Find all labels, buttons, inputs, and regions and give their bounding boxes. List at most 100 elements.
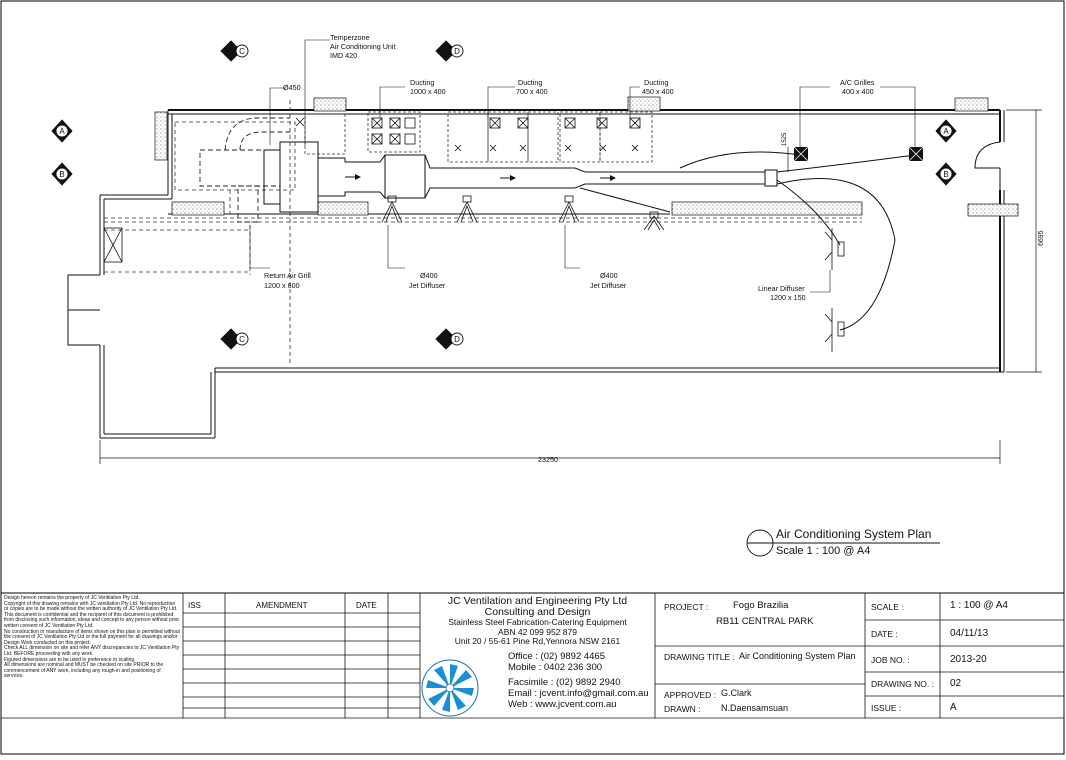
section-label-c-bottom: C (239, 335, 245, 344)
scale-value: 1 : 100 @ A4 (950, 600, 1008, 611)
dimension-width: 23250 (538, 455, 558, 464)
section-markers (51, 40, 957, 350)
return-air-grill (103, 227, 123, 263)
project-label: PROJECT : (664, 602, 709, 612)
project-site: RB11 CENTRAL PARK (716, 616, 814, 627)
drawing-title-value: Air Conditioning System Plan (739, 651, 856, 661)
label-jet-a-line1: Ø400 (420, 271, 438, 280)
company-abn: ABN 42 099 952 879 (498, 627, 577, 637)
hatched-elements (154, 96, 1019, 217)
label-linear-line2: 1200 x 150 (770, 293, 806, 302)
label-unit-line2: Air Conditioning Unit (330, 42, 396, 51)
ceiling-diffusers (304, 111, 653, 163)
company-name: JC Ventilation and Engineering Pty Ltd (447, 595, 628, 607)
drawing-title-label: DRAWING TITLE : (664, 652, 735, 662)
label-ducting-b-line2: 700 x 400 (516, 87, 548, 96)
section-marker-c-bottom (220, 328, 249, 350)
issue-value: A (950, 702, 957, 713)
job-value: 2013-20 (950, 654, 987, 665)
label-grilles-line2: 400 x 400 (842, 87, 874, 96)
label-jet-a-line2: Jet Diffuser (409, 281, 446, 290)
drawing-no-value: 02 (950, 678, 962, 689)
label-grilles-line1: A/C Grilles (840, 78, 875, 87)
section-marker-a-right (935, 119, 957, 143)
drawn-label: DRAWN : (664, 704, 701, 714)
label-unit-line1: Temperzone (330, 33, 370, 42)
issue-label: ISSUE : (871, 703, 902, 713)
label-ducting-a-line1: Ducting (410, 78, 434, 87)
dimension-lines (99, 109, 1042, 464)
company-line1: Consulting and Design (484, 606, 591, 618)
ac-grilles (793, 146, 924, 162)
leader-lines (249, 39, 916, 293)
label-jet-b-line2: Jet Diffuser (590, 281, 627, 290)
note-7: All dimensions are nominal and MUST be c… (4, 662, 164, 680)
notes-block: Design hereon remains the property of JC… (4, 595, 180, 680)
title-block-frame (1, 593, 1065, 719)
drawn-value: N.Daensamsuan (721, 703, 789, 713)
section-label-d-bottom: D (454, 335, 460, 344)
company-fax: Facsimile : (02) 9892 2940 (508, 677, 621, 688)
job-label: JOB NO. : (871, 655, 910, 665)
company-phones: Office : (02) 9892 4465 Mobile : 0402 23… (508, 651, 605, 673)
jet-diffusers (381, 195, 665, 231)
company-contacts: Facsimile : (02) 9892 2940 Email : jcven… (508, 677, 649, 710)
label-linear-line1: Linear Diffuser (758, 284, 805, 293)
building-walls (67, 109, 1005, 439)
section-marker-c-top (220, 40, 249, 62)
section-marker-d-bottom (435, 328, 464, 350)
section-marker-b-right (935, 162, 957, 186)
label-ducting-c-line1: Ducting (644, 78, 668, 87)
section-label-b-right: B (943, 170, 948, 179)
section-label-a-right: A (943, 127, 949, 136)
company-line2: Stainless Steel Fabrication-Catering Equ… (448, 617, 627, 627)
section-marker-d-top (435, 40, 464, 62)
amend-header-date: DATE (356, 601, 377, 610)
company-logo (421, 659, 479, 717)
plan-scale: Scale 1 : 100 @ A4 (776, 545, 870, 557)
label-dia-450: Ø450 (283, 83, 301, 92)
diffuser-symbols (295, 117, 641, 152)
date-value: 04/11/13 (950, 628, 989, 639)
linear-diffusers (824, 228, 845, 352)
note-2: Copyright of this drawing remains with J… (4, 600, 178, 613)
approved-label: APPROVED : (664, 690, 716, 700)
dashed-zone-lines (104, 100, 862, 365)
drawing-no-label: DRAWING NO. : (871, 679, 934, 689)
section-marker-b-left (51, 162, 73, 186)
section-marker-a-left (51, 119, 73, 143)
amend-header-iss: ISS (188, 601, 201, 610)
supply-duct (263, 141, 916, 331)
section-label-a-left: A (59, 127, 65, 136)
note-4: No construction or manufacture of items … (4, 628, 180, 646)
label-ducting-c-line2: 450 x 400 (642, 87, 674, 96)
label-unit-line3: IMD 420 (330, 51, 357, 60)
note-5: Check ALL dimension on site and refer AN… (4, 645, 180, 657)
label-return-line2: 1200 x 600 (264, 281, 300, 290)
company-email: Email : jcvent.info@gmail.com.au (508, 688, 649, 699)
date-label: DATE : (871, 629, 898, 639)
plan-title: Air Conditioning System Plan (776, 527, 931, 541)
project-name: Fogo Brazilia (733, 600, 789, 611)
section-label-d-top: D (454, 47, 460, 56)
label-ducting-b-line1: Ducting (518, 78, 542, 87)
approved-value: G.Clark (721, 688, 752, 698)
label-ducting-a-line2: 1000 x 400 (410, 87, 446, 96)
plan-title-block: Air Conditioning System Plan Scale 1 : 1… (746, 527, 940, 557)
dimension-small: 1525 (782, 132, 788, 146)
label-return-line1: Return Air Grill (264, 271, 311, 280)
section-label-b-left: B (59, 170, 64, 179)
company-mobile: Mobile : 0402 236 300 (508, 662, 603, 673)
company-address: Unit 20 / 55-61 Pine Rd,Yennora NSW 2161 (454, 636, 621, 646)
note-1: Design hereon remains the property of JC… (4, 595, 140, 601)
dimension-height: 6695 (1038, 230, 1045, 246)
note-6: Figured dimensions are to be used in pre… (4, 656, 136, 663)
scale-label: SCALE : (871, 602, 904, 612)
label-jet-b-line1: Ø400 (600, 271, 618, 280)
company-office: Office : (02) 9892 4465 (508, 651, 605, 662)
note-3: This document is confidential and the re… (4, 611, 180, 629)
company-info: JC Ventilation and Engineering Pty Ltd C… (420, 596, 655, 646)
